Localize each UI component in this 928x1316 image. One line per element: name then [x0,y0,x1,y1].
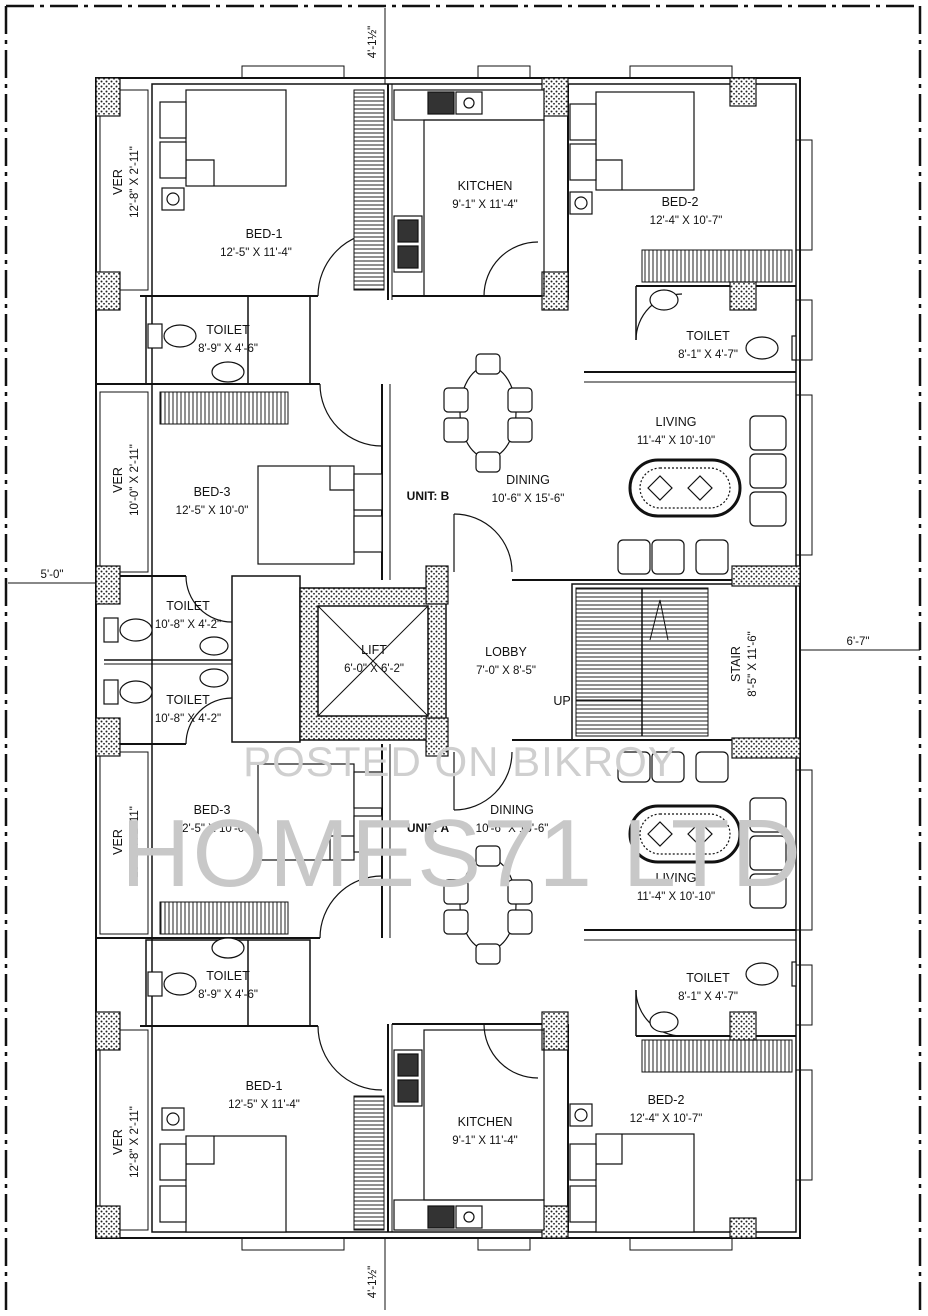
beds [159,89,695,1233]
doors [185,231,683,1091]
unit-a-bed2-name: BED-2 [648,1093,685,1107]
watermark-line1: POSTED ON BIKROY [243,738,677,785]
unit-a-toilet2-name: TOILET [686,971,730,985]
unit-a-bed3-name: BED-3 [194,803,231,817]
kitchen-counters [393,89,545,1231]
unit-b-bed2-dim: 12'-4" X 10'-7" [650,215,723,227]
top-dimension-label: 4'-1½" [367,26,379,59]
shelves [159,89,793,1231]
stair-treads [575,587,709,737]
unit-a-bed1-dim: 12'-5" X 11'-4" [228,1099,300,1111]
unit-b-bed3-name: BED-3 [194,485,231,499]
unit-a-dining-dim: 10'-6" X 15'-6" [476,823,549,835]
stair-name: STAIR [729,646,743,682]
lobby-name: LOBBY [485,645,527,659]
lobby-dim: 7'-0" X 8'-5" [476,665,536,677]
lift-shaft [299,587,447,741]
unit-b-toilet2-dim: 8'-1" X 4'-7" [678,349,738,361]
unit-b-label: UNIT: B [407,489,450,503]
unit-b-kitchen-name: KITCHEN [458,179,513,193]
watermark-line2: HOMES71 LTD [121,800,803,907]
unit-b-verandah-top-name: VER [111,169,125,195]
watermark: POSTED ON BIKROY HOMES71 LTD [121,738,803,907]
unit-a-living-dim: 11'-4" X 10'-10" [637,891,715,903]
unit-b-toilet3-name: TOILET [166,599,210,613]
unit-a-living-name: LIVING [656,871,697,885]
up-label: UP [553,694,570,708]
unit-a-bed1-name: BED-1 [246,1079,283,1093]
dimension-lines [8,8,920,1310]
unit-b-toilet3-dim: 10'-8" X 4'-2" [155,619,221,631]
left-dimension-label: 5'-0" [41,569,64,581]
unit-a-dining-name: DINING [490,803,534,817]
unit-b-verandah-mid-dim: 10'-0" X 2'-11" [129,444,141,516]
unit-a-toilet1-name: TOILET [206,969,250,983]
unit-a-kitchen-name: KITCHEN [458,1115,513,1129]
unit-b-bed1-dim: 12'-5" X 11'-4" [220,247,292,259]
stair-dim: 8'-5" X 11'-6" [747,631,759,696]
unit-a-kitchen-dim: 9'-1" X 11'-4" [452,1135,517,1147]
unit-a-verandah-mid-dim: 10'-0" X 2'-11" [129,806,141,878]
unit-a-toilet3-dim: 10'-8" X 4'-2" [155,713,221,725]
room-labels: 4'-1½" 4'-1½" 5'-0" 6'-7" VER 12'-8" X 2… [41,26,870,1299]
unit-b-verandah-mid-name: VER [111,467,125,493]
unit-a-toilet3-name: TOILET [166,693,210,707]
unit-a-bed2-dim: 12'-4" X 10'-7" [630,1113,703,1125]
living-furniture [617,415,787,909]
unit-a-bed3-dim: 12'-5" X 10'-0" [176,823,249,835]
unit-b-bed1-name: BED-1 [246,227,283,241]
unit-b-living-name: LIVING [656,415,697,429]
columns [95,77,801,1239]
unit-b-verandah-top-dim: 12'-8" X 2'-11" [129,146,141,218]
bottom-dimension-label: 4'-1½" [367,1266,379,1299]
unit-a-toilet1-dim: 8'-9" X 4'-6" [198,989,258,1001]
unit-b-dining-name: DINING [506,473,550,487]
unit-a-verandah-bot-dim: 12'-8" X 2'-11" [129,1106,141,1178]
dining-tables [443,353,533,965]
unit-b-living-dim: 11'-4" X 10'-10" [637,435,715,447]
unit-b-bed2-name: BED-2 [662,195,699,209]
lift-dim: 6'-0" X 6'-2" [344,663,404,675]
unit-b-toilet1-name: TOILET [206,323,250,337]
outer-walls [95,65,813,1251]
unit-b-dining-dim: 10'-6" X 15'-6" [492,493,565,505]
unit-b-toilet2-name: TOILET [686,329,730,343]
unit-a-label: UNIT: A [407,821,450,835]
unit-a-toilet2-dim: 8'-1" X 4'-7" [678,991,738,1003]
lift-name: LIFT [361,643,387,657]
plot-boundary [4,4,922,1310]
unit-b-bed3-dim: 12'-5" X 10'-0" [176,505,249,517]
unit-a-verandah-bot-name: VER [111,1129,125,1155]
unit-b-toilet1-dim: 8'-9" X 4'-6" [198,343,258,355]
right-dimension-label: 6'-7" [847,636,870,648]
unit-b-kitchen-dim: 9'-1" X 11'-4" [452,199,517,211]
unit-a-verandah-mid-name: VER [111,829,125,855]
sanitary-fixtures [103,187,797,1131]
